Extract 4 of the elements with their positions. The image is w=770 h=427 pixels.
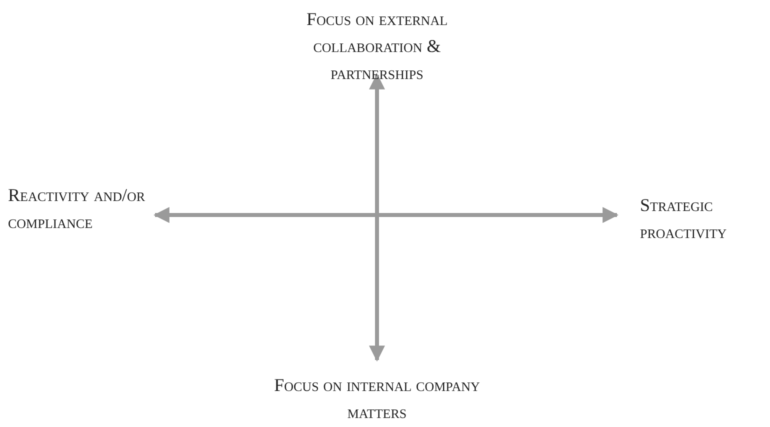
axis-label: Focus on external collaboration & partnerships bbox=[305, 8, 449, 85]
axis-label: Reactivity and/or compliance bbox=[8, 184, 146, 234]
axis-label: Strategic proactivity bbox=[640, 194, 728, 244]
axis-label: Focus on internal company matters bbox=[273, 374, 481, 424]
